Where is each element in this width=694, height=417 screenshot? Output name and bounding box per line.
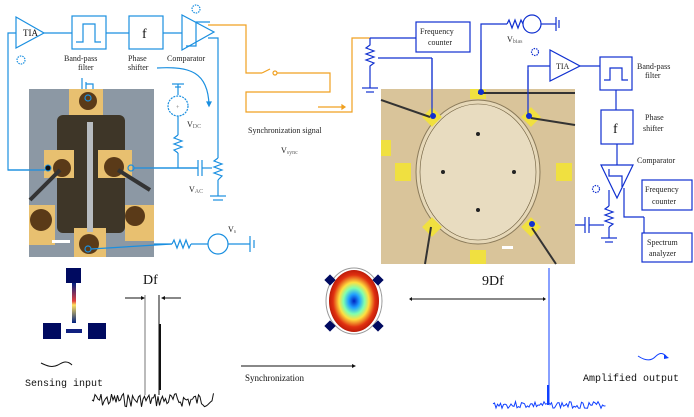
frequency-counter-top bbox=[415, 21, 471, 53]
spectrum-label-1: Spectrum bbox=[647, 238, 678, 247]
frequency-counter-right bbox=[641, 179, 693, 211]
comparator-right-label: Comparator bbox=[637, 156, 676, 165]
bandpass-right-label-2: filter bbox=[645, 71, 661, 80]
vbias-source bbox=[522, 14, 542, 34]
left-device-photo bbox=[28, 89, 154, 257]
ac-signal-icon-comparator bbox=[191, 4, 201, 14]
vsync-label: Vsync bbox=[281, 146, 298, 156]
comparator-right bbox=[600, 164, 634, 200]
output-spectrum bbox=[492, 268, 606, 410]
tia-right-label: TIA bbox=[556, 62, 570, 71]
sync-wire bbox=[208, 24, 370, 113]
svg-text:+: + bbox=[176, 105, 180, 111]
freq-counter-top-label-1: Frequency bbox=[420, 27, 454, 36]
vs-label: Vs bbox=[228, 225, 237, 235]
bandpass-filter-right bbox=[599, 56, 633, 91]
phase-left-label-2: shifter bbox=[128, 63, 149, 72]
ndf-label: 9Df bbox=[482, 274, 504, 289]
input-spectrum bbox=[91, 295, 214, 408]
sync-signal-label: Synchronization signal bbox=[248, 126, 322, 135]
disk-mode-shape bbox=[324, 267, 384, 335]
phase-right-label-2: shifter bbox=[643, 124, 664, 133]
bandpass-filter-left bbox=[71, 15, 107, 50]
freq-counter-right-label-1: Frequency bbox=[645, 185, 679, 194]
comparator-left-label: Comparator bbox=[167, 54, 206, 63]
ac-signal-icon-left bbox=[16, 55, 26, 65]
freq-counter-right-label-2: counter bbox=[652, 197, 676, 206]
synchronization-label: Synchronization bbox=[245, 373, 304, 383]
vs-source bbox=[207, 233, 229, 255]
bandpass-right-label-1: Band-pass bbox=[637, 62, 670, 71]
spectrum-label-2: analyzer bbox=[649, 249, 676, 258]
right-device-photo bbox=[380, 89, 576, 265]
phase-symbol-left: f bbox=[142, 27, 147, 42]
phase-symbol-right: f bbox=[613, 122, 618, 137]
phase-right-label-1: Phase bbox=[645, 113, 664, 122]
vdc-label: VDC bbox=[187, 120, 201, 130]
ac-signal-icon-comparator-right bbox=[591, 184, 601, 194]
bandpass-left-label-2: filter bbox=[78, 63, 94, 72]
bandpass-left-label-1: Band-pass bbox=[64, 54, 97, 63]
tia-amplifier-right bbox=[549, 49, 582, 82]
sensing-input-label: Sensing input bbox=[25, 378, 103, 390]
tia-left-label: TIA bbox=[23, 28, 38, 38]
amplified-output-label: Amplified output bbox=[583, 373, 679, 385]
vbias-label: Vbias bbox=[507, 35, 523, 45]
sensing-wave-icon bbox=[40, 361, 73, 367]
phase-left-label-1: Phase bbox=[128, 54, 147, 63]
comparator-left bbox=[181, 14, 216, 52]
right-circuit bbox=[362, 14, 693, 263]
vac-label: VAC bbox=[189, 185, 203, 195]
df-label: Df bbox=[143, 273, 158, 288]
spectrum-analyzer bbox=[641, 232, 693, 263]
freq-counter-top-label-2: counter bbox=[428, 38, 452, 47]
output-wave-icon bbox=[637, 353, 667, 361]
left-circuit bbox=[7, 4, 255, 255]
ac-signal-icon-tia-right bbox=[530, 47, 540, 57]
beam-sensor-icon bbox=[43, 268, 106, 339]
